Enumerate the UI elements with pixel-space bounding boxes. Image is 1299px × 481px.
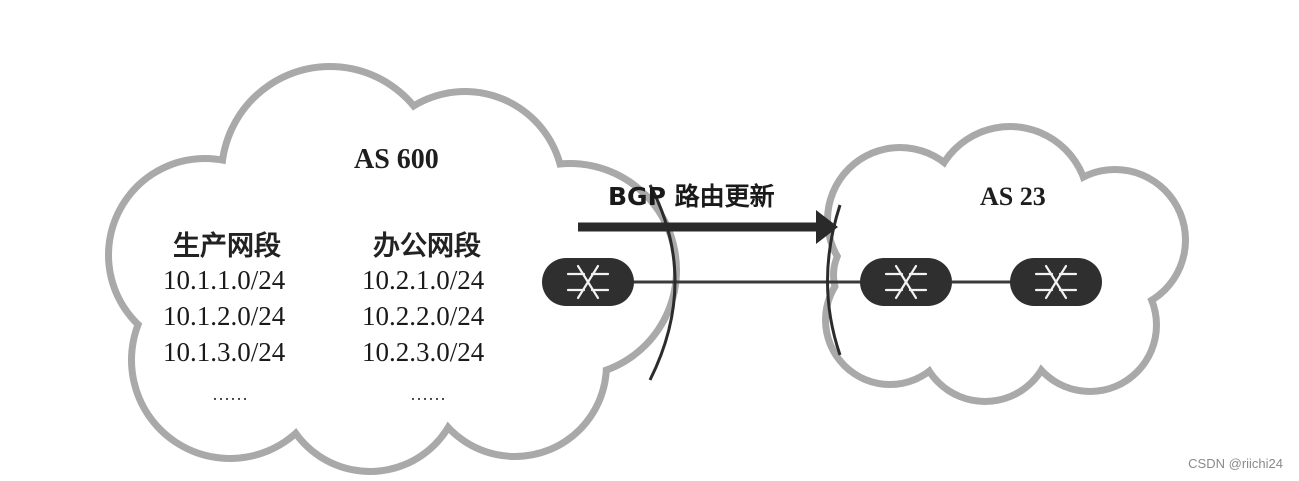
as23-title: AS 23 bbox=[980, 182, 1046, 211]
router-icon bbox=[542, 258, 634, 306]
segment-header: 办公网段 bbox=[373, 231, 481, 262]
prefix-item: 10.1.3.0/24 bbox=[163, 337, 286, 367]
watermark: CSDN @riichi24 bbox=[1188, 456, 1283, 471]
router-icon bbox=[860, 258, 952, 306]
prefix-item: 10.2.2.0/24 bbox=[362, 301, 485, 331]
prefix-item: 10.2.3.0/24 bbox=[362, 337, 485, 367]
segment-column-production: 生产网段 10.1.1.0/24 10.1.2.0/24 10.1.3.0/24… bbox=[163, 231, 286, 404]
prefix-item: 10.1.1.0/24 bbox=[163, 265, 286, 295]
segment-column-office: 办公网段 10.2.1.0/24 10.2.2.0/24 10.2.3.0/24… bbox=[362, 231, 485, 404]
router-icon bbox=[1010, 258, 1102, 306]
prefix-ellipsis: …… bbox=[410, 384, 446, 404]
cloud-as23 bbox=[822, 123, 1189, 405]
arrow-label: BGP 路由更新 bbox=[608, 182, 775, 211]
prefix-ellipsis: …… bbox=[212, 384, 248, 404]
as600-title: AS 600 bbox=[354, 144, 439, 175]
prefix-item: 10.1.2.0/24 bbox=[163, 301, 286, 331]
segment-header: 生产网段 bbox=[173, 231, 281, 262]
prefix-item: 10.2.1.0/24 bbox=[362, 265, 485, 295]
